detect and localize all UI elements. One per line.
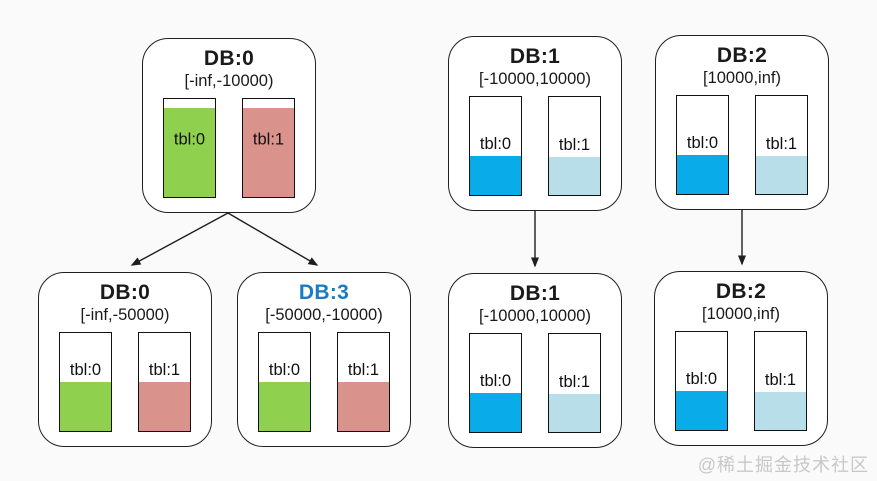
watermark: @稀土掘金技术社区 <box>697 455 869 475</box>
table-fill <box>60 382 111 431</box>
table-bars: tbl:0 tbl:1 <box>449 96 621 196</box>
db-title: DB:0 <box>203 47 255 70</box>
table-bar: tbl:1 <box>754 331 807 431</box>
db-title: DB:3 <box>298 281 350 304</box>
db-range: [10000,inf) <box>703 69 781 87</box>
table-fill <box>243 107 294 197</box>
db-title: DB:2 <box>716 44 768 67</box>
table-label: tbl:0 <box>69 361 102 379</box>
db-node-2-top: DB:2 [10000,inf) tbl:0 tbl:1 <box>655 35 829 210</box>
table-bar: tbl:1 <box>755 95 808 195</box>
db-title: DB:0 <box>99 281 151 304</box>
table-bar: tbl:1 <box>548 96 601 196</box>
table-bar: tbl:0 <box>676 95 729 195</box>
table-fill <box>755 391 806 430</box>
table-fill <box>549 393 600 432</box>
db-range: [-inf,-50000) <box>80 306 170 324</box>
table-fill <box>676 390 727 430</box>
db-range: [-50000,-10000) <box>265 306 383 324</box>
table-label: tbl:0 <box>479 134 512 153</box>
db-title: DB:1 <box>509 282 561 305</box>
table-label: tbl:1 <box>347 361 380 379</box>
table-label: tbl:0 <box>479 371 512 390</box>
table-bar: tbl:1 <box>337 332 390 432</box>
table-label: tbl:0 <box>685 369 718 388</box>
db-node-1-top: DB:1 [-10000,10000) tbl:0 tbl:1 <box>448 36 622 211</box>
table-label: tbl:1 <box>558 372 591 391</box>
table-label: tbl:0 <box>173 130 206 149</box>
table-fill <box>677 154 728 194</box>
table-bars: tbl:0 tbl:1 <box>143 98 315 198</box>
table-bar: tbl:1 <box>138 332 191 432</box>
db-node-2-bottom: DB:2 [10000,inf) tbl:0 tbl:1 <box>654 271 828 446</box>
table-fill <box>338 382 389 431</box>
db-title: DB:1 <box>509 45 561 68</box>
db-node-0-bottom: DB:0 [-inf,-50000) tbl:0 tbl:1 <box>38 272 212 447</box>
table-label: tbl:1 <box>252 130 285 149</box>
table-bars: tbl:0 tbl:1 <box>656 95 828 195</box>
table-bar: tbl:0 <box>163 98 216 198</box>
table-fill <box>139 382 190 431</box>
table-bar: tbl:0 <box>469 333 522 433</box>
db-node-3-bottom: DB:3 [-50000,-10000) tbl:0 tbl:1 <box>237 272 411 447</box>
table-fill <box>549 156 600 195</box>
table-bars: tbl:0 tbl:1 <box>449 333 621 433</box>
arrow-db0-to-db0 <box>130 212 229 266</box>
table-label: tbl:0 <box>268 361 301 379</box>
table-fill <box>470 155 521 195</box>
db-range: [-10000,10000) <box>479 70 591 88</box>
db-node-0-top: DB:0 [-inf,-10000) tbl:0 tbl:1 <box>142 38 316 213</box>
table-bar: tbl:1 <box>242 98 295 198</box>
table-fill <box>470 392 521 432</box>
table-label: tbl:1 <box>765 134 798 153</box>
table-bar: tbl:1 <box>548 333 601 433</box>
table-bar: tbl:0 <box>675 331 728 431</box>
db-range: [10000,inf) <box>702 305 780 323</box>
db-range: [-inf,-10000) <box>184 72 274 90</box>
db-title: DB:2 <box>715 280 767 303</box>
table-fill <box>164 107 215 197</box>
table-bars: tbl:0 tbl:1 <box>238 332 410 432</box>
table-label: tbl:0 <box>686 133 719 152</box>
table-label: tbl:1 <box>558 135 591 154</box>
table-bar: tbl:0 <box>59 332 112 432</box>
table-label: tbl:1 <box>148 361 181 379</box>
arrow-db0-to-db3 <box>227 212 319 266</box>
table-fill <box>756 155 807 194</box>
table-bars: tbl:0 tbl:1 <box>655 331 827 431</box>
table-label: tbl:1 <box>764 370 797 389</box>
table-fill <box>259 382 310 431</box>
db-node-1-bottom: DB:1 [-10000,10000) tbl:0 tbl:1 <box>448 273 622 448</box>
table-bar: tbl:0 <box>258 332 311 432</box>
table-bars: tbl:0 tbl:1 <box>39 332 211 432</box>
table-bar: tbl:0 <box>469 96 522 196</box>
db-range: [-10000,10000) <box>479 307 591 325</box>
